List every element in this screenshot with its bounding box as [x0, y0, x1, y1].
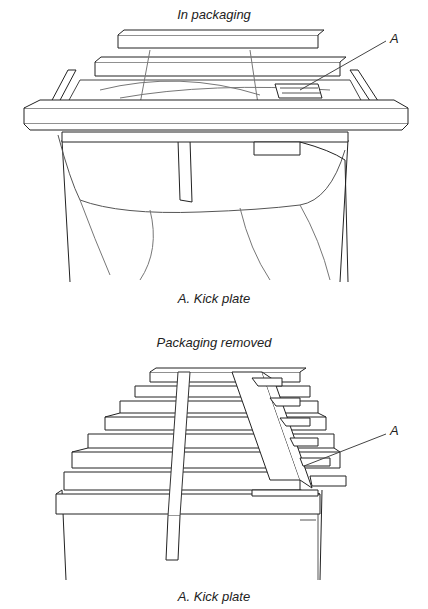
figure-heading: Packaging removed [157, 336, 272, 350]
figure-caption: A. Kick plate [178, 292, 250, 306]
figure-heading: In packaging [177, 8, 251, 22]
fridge-packaging-removed [56, 368, 346, 580]
callout-letter: A [390, 424, 399, 438]
leader-line [300, 41, 386, 90]
callout-letter: A [390, 32, 399, 46]
figure-caption: A. Kick plate [178, 590, 250, 604]
leader-line [304, 434, 386, 466]
fridge-in-packaging [24, 30, 408, 282]
